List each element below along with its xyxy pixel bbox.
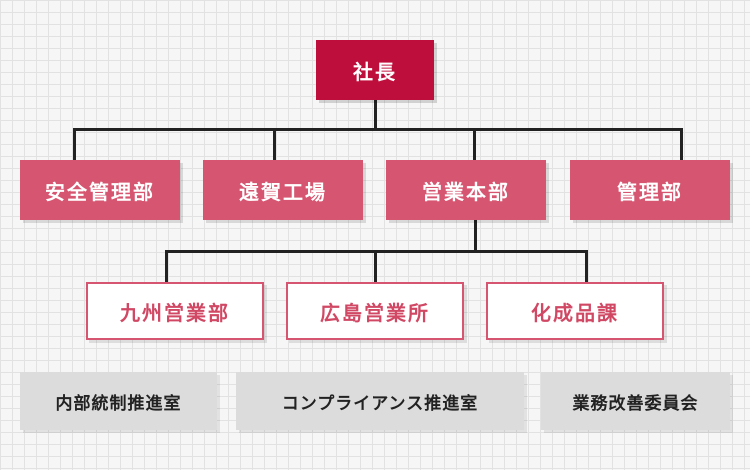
connector-dept-2 [273,128,276,162]
connector-dept-bus [73,128,683,131]
dept-sales-headquarters: 営業本部 [386,160,546,220]
connector-sales-3 [585,250,588,284]
office-internal-control: 内部統制推進室 [20,372,217,430]
connector-dept-3 [473,128,476,162]
ceo-box: 社長 [316,40,434,100]
connector-sales-1 [165,250,168,284]
connector-ceo-down [374,100,377,130]
unit-chemical-products: 化成品課 [486,282,664,340]
dept-administration: 管理部 [570,160,730,220]
connector-dept-1 [73,128,76,162]
connector-sales-2 [374,250,377,284]
unit-kyushu-sales: 九州営業部 [86,282,264,340]
dept-onga-factory: 遠賀工場 [203,160,363,220]
office-compliance: コンプライアンス推進室 [236,372,524,430]
connector-dept-4 [680,128,683,162]
unit-hiroshima-office: 広島営業所 [286,282,464,340]
dept-safety-management: 安全管理部 [20,160,180,220]
connector-sales-down [474,220,477,252]
committee-business-improvement: 業務改善委員会 [541,372,730,430]
